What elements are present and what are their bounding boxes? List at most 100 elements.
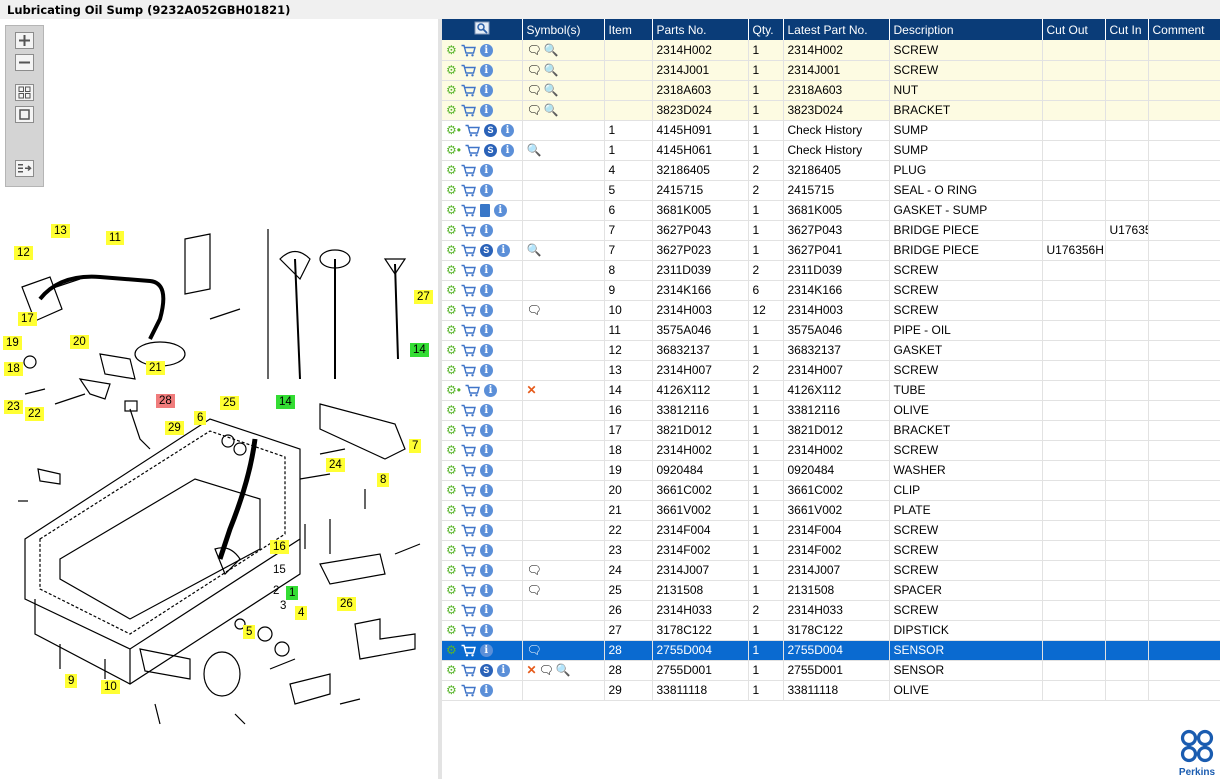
cart-icon[interactable] — [461, 84, 476, 97]
info-icon[interactable]: i — [479, 223, 493, 237]
speech-bubble-icon[interactable]: 🗨 — [526, 563, 542, 578]
info-icon[interactable]: i — [479, 563, 493, 577]
speech-bubble-icon[interactable]: 🗨 — [526, 643, 542, 658]
info-icon[interactable]: i — [479, 583, 493, 597]
info-icon[interactable]: i — [479, 303, 493, 317]
settings-gear-icon[interactable]: ⚙• — [446, 143, 461, 158]
settings-gear-icon[interactable]: ⚙ — [446, 83, 457, 98]
callout-2[interactable]: 2 — [273, 585, 280, 597]
settings-gear-icon[interactable]: ⚙ — [446, 623, 457, 638]
callout-24[interactable]: 24 — [326, 458, 345, 472]
cart-icon[interactable] — [465, 144, 480, 157]
column-header-description[interactable]: Description — [889, 19, 1043, 40]
callout-26[interactable]: 26 — [337, 597, 356, 611]
zoom-in-button[interactable] — [15, 32, 34, 49]
diagram-pane[interactable]: 13 11 12 27 17 20 19 14 18 21 23 22 28 2… — [0, 19, 438, 779]
settings-gear-icon[interactable]: ⚙ — [446, 223, 457, 238]
column-header-cut-out[interactable]: Cut Out — [1042, 19, 1106, 40]
magnify-book-icon[interactable]: 🔍 — [526, 143, 542, 158]
info-icon[interactable]: i — [479, 43, 493, 57]
cart-icon[interactable] — [461, 44, 476, 57]
settings-gear-icon[interactable]: ⚙ — [446, 103, 457, 118]
info-icon[interactable]: i — [479, 503, 493, 517]
settings-gear-icon[interactable]: ⚙ — [446, 663, 457, 678]
cart-icon[interactable] — [461, 244, 476, 257]
info-icon[interactable]: i — [483, 383, 497, 397]
callout-27[interactable]: 27 — [414, 290, 433, 304]
column-header-latest-part-no[interactable]: Latest Part No. — [783, 19, 890, 40]
callout-12[interactable]: 12 — [14, 246, 33, 260]
speech-bubble-icon[interactable]: 🗨 — [538, 663, 554, 678]
cart-icon[interactable] — [461, 104, 476, 117]
cart-icon[interactable] — [461, 564, 476, 577]
info-icon[interactable]: i — [479, 683, 493, 697]
info-icon[interactable]: i — [479, 363, 493, 377]
info-icon[interactable]: i — [479, 463, 493, 477]
info-icon[interactable]: i — [496, 243, 510, 257]
cart-icon[interactable] — [461, 524, 476, 537]
settings-gear-icon[interactable]: ⚙ — [446, 43, 457, 58]
info-icon[interactable]: i — [479, 183, 493, 197]
speech-bubble-icon[interactable]: 🗨 — [526, 583, 542, 598]
callout-25[interactable]: 25 — [220, 396, 239, 410]
magnify-book-icon[interactable]: 🔍 — [543, 43, 559, 58]
settings-gear-icon[interactable]: ⚙ — [446, 423, 457, 438]
supersession-icon[interactable]: S — [479, 663, 493, 677]
cart-icon[interactable] — [461, 204, 476, 217]
settings-gear-icon[interactable]: ⚙ — [446, 443, 457, 458]
callout-16[interactable]: 16 — [270, 540, 289, 554]
settings-gear-icon[interactable]: ⚙ — [446, 243, 457, 258]
cart-icon[interactable] — [461, 224, 476, 237]
cart-icon[interactable] — [461, 664, 476, 677]
speech-bubble-icon[interactable]: 🗨 — [526, 103, 542, 118]
info-icon[interactable]: i — [500, 123, 514, 137]
cart-icon[interactable] — [461, 184, 476, 197]
column-header-cut-in[interactable]: Cut In — [1105, 19, 1149, 40]
callout-6[interactable]: 6 — [194, 411, 207, 425]
info-icon[interactable]: i — [496, 663, 510, 677]
toggle-list-button[interactable] — [15, 160, 34, 177]
cart-icon[interactable] — [461, 304, 476, 317]
cart-icon[interactable] — [461, 284, 476, 297]
settings-gear-icon[interactable]: ⚙ — [446, 643, 457, 658]
callout-28[interactable]: 28 — [156, 394, 175, 408]
info-icon[interactable]: i — [479, 403, 493, 417]
info-icon[interactable]: i — [479, 163, 493, 177]
cart-icon[interactable] — [461, 324, 476, 337]
info-icon[interactable]: i — [479, 643, 493, 657]
cart-icon[interactable] — [461, 364, 476, 377]
settings-gear-icon[interactable]: ⚙ — [446, 523, 457, 538]
settings-gear-icon[interactable]: ⚙ — [446, 303, 457, 318]
info-icon[interactable]: i — [479, 343, 493, 357]
zoom-out-button[interactable] — [15, 54, 34, 71]
settings-gear-icon[interactable]: ⚙ — [446, 343, 457, 358]
callout-23[interactable]: 23 — [4, 400, 23, 414]
settings-gear-icon[interactable]: ⚙ — [446, 363, 457, 378]
info-icon[interactable]: i — [479, 623, 493, 637]
cart-icon[interactable] — [461, 544, 476, 557]
info-icon[interactable]: i — [479, 283, 493, 297]
callout-5[interactable]: 5 — [243, 625, 256, 639]
settings-gear-icon[interactable]: ⚙ — [446, 403, 457, 418]
settings-gear-icon[interactable]: ⚙ — [446, 263, 457, 278]
cart-icon[interactable] — [461, 624, 476, 637]
cart-icon[interactable] — [461, 644, 476, 657]
speech-bubble-icon[interactable]: 🗨 — [526, 83, 542, 98]
